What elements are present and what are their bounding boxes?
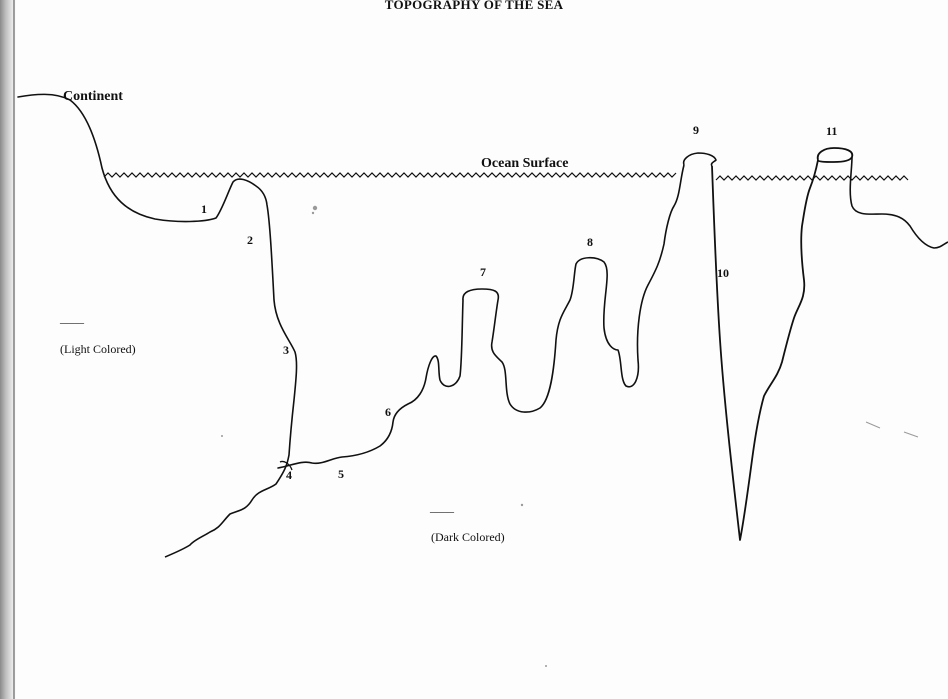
feature-number-7: 7 [480, 265, 486, 279]
abyssal-floor-profile [277, 299, 464, 469]
legend-light-label: (Light Colored) [60, 342, 136, 356]
trench-profile [711, 159, 819, 541]
right-shore-profile [849, 156, 948, 249]
ocean-surface-line-right [715, 175, 909, 181]
guyot-profile [462, 164, 685, 413]
label-ocean-surface: Ocean Surface [481, 156, 568, 171]
feature-number-1: 1 [201, 202, 207, 216]
feature-number-9: 9 [693, 123, 699, 137]
scan-speck [312, 205, 318, 211]
scan-speck [221, 435, 223, 437]
scan-speck [520, 503, 524, 507]
feature-number-11: 11 [826, 124, 837, 138]
island-9-top [682, 152, 717, 167]
scan-edge-shadow [0, 0, 16, 699]
scan-speck [903, 431, 919, 438]
scan-edge-line [13, 0, 15, 699]
feature-number-6: 6 [385, 405, 391, 419]
legend-light-dash: ____ [59, 311, 85, 325]
scan-speck [865, 421, 881, 429]
feature-number-5: 5 [338, 467, 344, 481]
island-11-top [816, 147, 854, 163]
legend-dark-dash: ____ [429, 500, 455, 514]
label-continent: Continent [63, 89, 123, 104]
scan-speck [545, 665, 547, 667]
scan-speck [311, 211, 315, 215]
feature-number-2: 2 [247, 233, 253, 247]
feature-number-10: 10 [717, 266, 729, 280]
diagram-title: TOPOGRAPHY OF THE SEA [384, 0, 564, 12]
legend-dark-label: (Dark Colored) [431, 530, 505, 544]
feature-number-3: 3 [283, 343, 289, 357]
feature-number-8: 8 [587, 235, 593, 249]
lower-left-slope [164, 465, 287, 558]
junction-mark [279, 460, 293, 471]
feature-number-4: 4 [286, 468, 292, 482]
continent-shelf-slope-profile [17, 93, 298, 467]
ocean-surface-line [103, 172, 677, 178]
